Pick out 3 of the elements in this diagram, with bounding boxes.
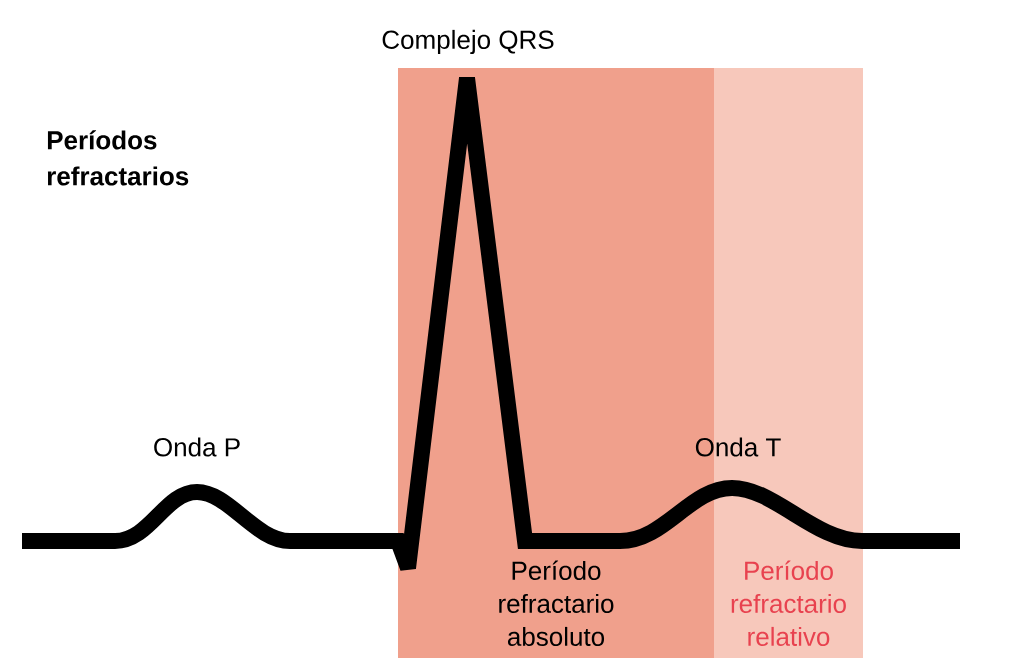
title: Períodos refractarios — [47, 130, 189, 186]
wave-label: Onda P — [154, 437, 240, 457]
wave-label: Onda T — [695, 437, 781, 457]
